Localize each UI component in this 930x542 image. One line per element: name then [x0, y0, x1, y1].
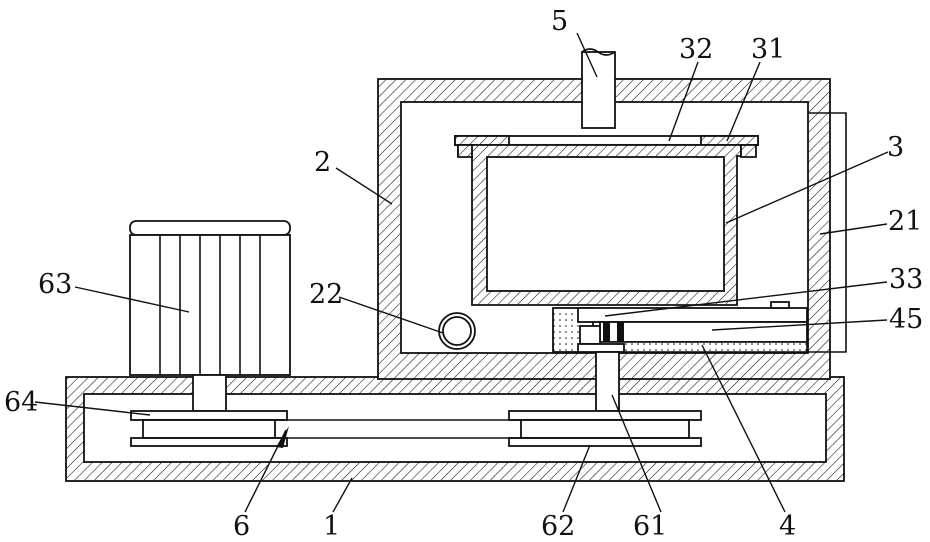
- lid: [455, 136, 758, 145]
- label-61: 61: [633, 511, 667, 542]
- label-2: 2: [314, 147, 331, 178]
- label-22: 22: [309, 279, 343, 310]
- label-62: 62: [541, 511, 575, 542]
- label-6: 6: [233, 511, 250, 542]
- label-5: 5: [551, 6, 568, 37]
- label-63: 63: [38, 269, 72, 300]
- label-3: 3: [887, 132, 904, 163]
- label-31: 31: [751, 34, 785, 65]
- label-32: 32: [679, 34, 713, 65]
- label-64: 64: [4, 387, 38, 418]
- label-1: 1: [323, 511, 340, 542]
- outlet-pipe: [439, 313, 475, 349]
- label-21: 21: [888, 206, 922, 237]
- top-shaft: [582, 52, 615, 128]
- container: [458, 145, 756, 305]
- label-33: 33: [889, 264, 923, 295]
- label-4: 4: [779, 511, 796, 542]
- label-45: 45: [889, 304, 923, 335]
